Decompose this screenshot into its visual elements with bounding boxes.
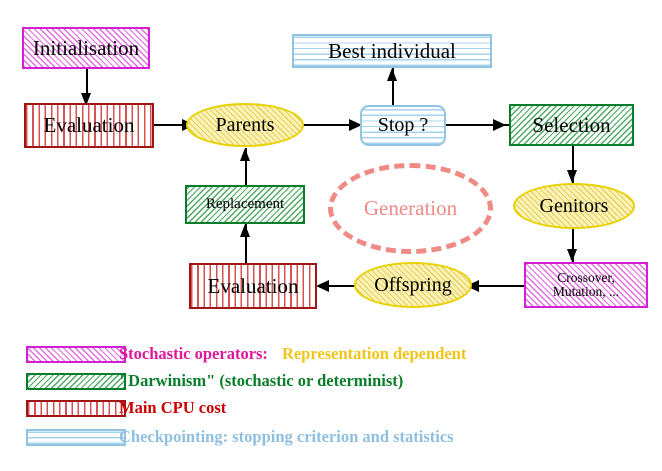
edge-selection-to-genitors-head <box>567 170 577 183</box>
legend-label-darwinism-text: "Darwinism" (stochastic or determinist) <box>119 371 404 390</box>
legend-label-stochastic-operators: Stochastic operators: Representation depe… <box>119 344 466 364</box>
edge-stop-to-best-individual-shaft <box>392 68 394 110</box>
edge-selection-to-genitors-shaft <box>572 146 574 184</box>
legend-label-main-cpu-cost-text: Main CPU cost <box>119 398 227 417</box>
node-initialisation[interactable]: Initialisation <box>22 27 150 69</box>
edge-genitors-to-crossover-shaft <box>572 228 574 262</box>
node-evaluation-bottom-label: Evaluation <box>207 273 299 298</box>
legend-label-stochastic-operators-text: Stochastic operators: <box>119 344 268 363</box>
legend-label-checkpointing: Checkpointing: stopping criterion and st… <box>119 427 454 447</box>
node-generation: Generation <box>328 163 493 254</box>
legend: Stochastic operators: Representation depe… <box>0 336 662 456</box>
edge-offspring-to-evaluation-shaft <box>318 285 366 287</box>
edge-evaluation-to-replacement-shaft <box>245 224 247 264</box>
node-genitors-label: Genitors <box>539 194 609 217</box>
edge-evaluation-to-parents-shaft <box>153 124 197 126</box>
edge-initialisation-to-evaluation-head <box>81 93 91 106</box>
edge-stop-to-selection-head <box>493 119 506 131</box>
edge-crossover-to-offspring-shaft <box>471 285 525 287</box>
node-stop-label: Stop ? <box>377 114 429 136</box>
edge-offspring-to-evaluation-head <box>316 280 329 292</box>
node-best-individual[interactable]: Best individual <box>292 34 492 68</box>
legend-row-checkpointing: Checkpointing: stopping criterion and st… <box>0 427 662 455</box>
legend-label-representation-dependent-text: Representation dependent <box>281 344 467 363</box>
legend-row-darwinism: "Darwinism" (stochastic or determinist) <box>0 371 662 399</box>
node-evaluation-bottom[interactable]: Evaluation <box>189 263 317 309</box>
edge-parents-to-stop-head <box>349 119 362 131</box>
node-replacement[interactable]: Replacement <box>185 185 305 224</box>
node-generation-label: Generation <box>363 196 458 221</box>
node-initialisation-label: Initialisation <box>32 35 140 60</box>
legend-swatch-magenta-diagonal-hatch <box>26 346 126 363</box>
node-evaluation-top[interactable]: Evaluation <box>24 103 154 148</box>
legend-row-main-cpu-cost: Main CPU cost <box>0 398 662 426</box>
edge-initialisation-to-evaluation-shaft <box>86 68 88 100</box>
node-genitors[interactable]: Genitors <box>513 183 635 229</box>
edge-stop-to-best-individual-head <box>387 68 397 81</box>
legend-label-darwinism: "Darwinism" (stochastic or determinist) <box>119 371 403 391</box>
node-replacement-label: Replacement <box>205 195 285 212</box>
node-crossover-mutation-label-line1: Crossover, <box>557 269 615 285</box>
legend-label-main-cpu-cost: Main CPU cost <box>119 398 226 418</box>
node-evaluation-top-label: Evaluation <box>43 113 135 138</box>
node-offspring[interactable]: Offspring <box>354 262 472 308</box>
node-offspring-label: Offspring <box>374 273 452 296</box>
legend-label-checkpointing-text: Checkpointing: stopping criterion and st… <box>119 427 454 446</box>
node-crossover-mutation-label-line2: Mutation, ... <box>552 284 620 299</box>
edge-replacement-to-parents-head <box>240 148 250 161</box>
node-selection[interactable]: Selection <box>509 104 634 146</box>
edge-stop-to-selection-shaft <box>445 124 510 126</box>
edge-evaluation-to-replacement-head <box>240 224 250 237</box>
legend-swatch-red-vertical-hatch <box>26 400 126 417</box>
edge-replacement-to-parents-shaft <box>245 148 247 186</box>
node-parents[interactable]: Parents <box>186 103 304 147</box>
node-best-individual-label: Best individual <box>328 38 456 63</box>
node-crossover-mutation[interactable]: Crossover, Mutation, ... <box>524 262 648 308</box>
legend-row-stochastic-operators: Stochastic operators: Representation depe… <box>0 344 662 372</box>
node-stop[interactable]: Stop ? <box>360 105 446 146</box>
node-selection-label: Selection <box>532 112 611 137</box>
legend-swatch-green-diagonal-hatch <box>26 373 126 390</box>
edge-genitors-to-crossover-head <box>567 249 577 262</box>
edge-parents-to-stop-shaft <box>303 124 365 126</box>
node-parents-label: Parents <box>215 113 275 136</box>
legend-swatch-blue-horizontal-hatch <box>26 429 126 446</box>
